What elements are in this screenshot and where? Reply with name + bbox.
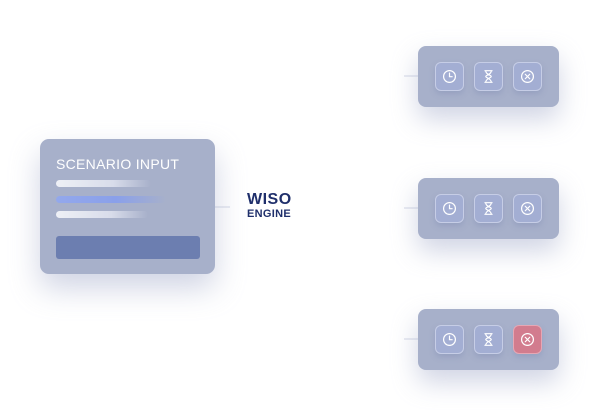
hourglass-icon (484, 202, 493, 215)
connector-line (214, 206, 230, 208)
run-scenario-button[interactable] (56, 236, 200, 259)
input-line-placeholder (56, 211, 148, 218)
connector-line (404, 338, 420, 340)
cancel-button[interactable] (513, 194, 542, 223)
engine-label: WISO ENGINE (247, 191, 292, 220)
hourglass-button[interactable] (474, 194, 503, 223)
clock-icon (442, 201, 457, 216)
engine-name: WISO (247, 191, 292, 208)
cancel-icon (520, 69, 535, 84)
hourglass-button[interactable] (474, 325, 503, 354)
hourglass-icon (484, 333, 493, 346)
scenario-input-card: SCENARIO INPUT (40, 139, 215, 274)
clock-button[interactable] (435, 325, 464, 354)
cancel-icon (520, 332, 535, 347)
engine-subtitle: ENGINE (247, 208, 291, 220)
input-line-placeholder (56, 180, 151, 187)
result-panel (418, 309, 559, 370)
result-panel (418, 46, 559, 107)
clock-icon (442, 332, 457, 347)
clock-icon (442, 69, 457, 84)
cancel-icon (520, 201, 535, 216)
connector-line (404, 75, 420, 77)
scenario-title: SCENARIO INPUT (56, 156, 180, 172)
hourglass-button[interactable] (474, 62, 503, 91)
connector-line (404, 207, 420, 209)
clock-button[interactable] (435, 62, 464, 91)
input-line-highlighted (56, 196, 166, 203)
result-panel (418, 178, 559, 239)
cancel-button-active[interactable] (513, 325, 542, 354)
clock-button[interactable] (435, 194, 464, 223)
hourglass-icon (484, 70, 493, 83)
cancel-button[interactable] (513, 62, 542, 91)
